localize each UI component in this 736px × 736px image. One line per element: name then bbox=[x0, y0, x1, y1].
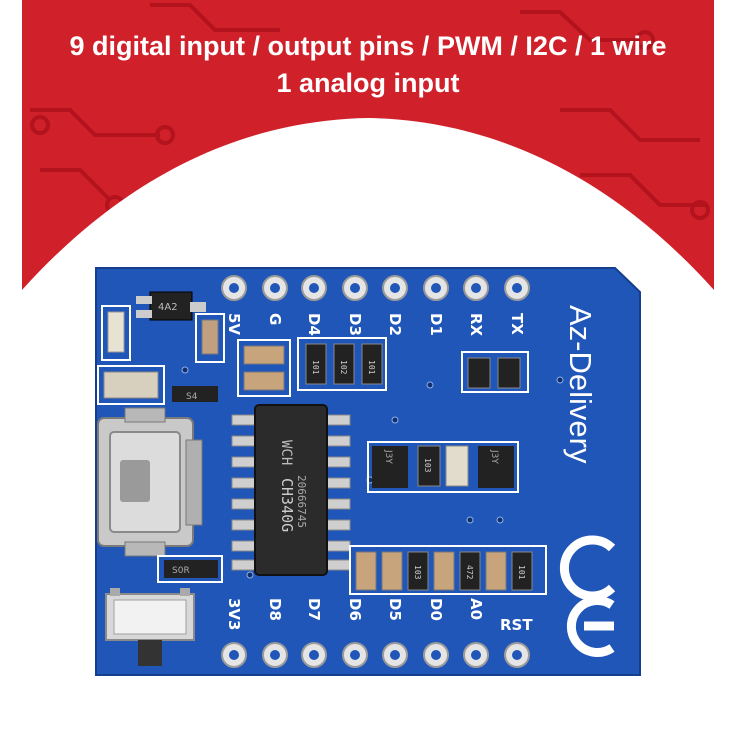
svg-text:472: 472 bbox=[465, 565, 474, 580]
svg-text:S0R: S0R bbox=[172, 566, 190, 576]
svg-text:101: 101 bbox=[367, 360, 376, 375]
chip-code-text: 20666745 bbox=[295, 475, 308, 528]
svg-text:J3Y: J3Y bbox=[489, 449, 499, 464]
pin-label-tx: TX bbox=[508, 313, 526, 335]
top-header-pins bbox=[221, 275, 530, 301]
chip-logo-text: WCH bbox=[278, 440, 294, 465]
pin-label-d1: D1 bbox=[427, 313, 445, 336]
svg-text:103: 103 bbox=[423, 458, 432, 473]
ce-mark bbox=[559, 535, 616, 657]
pin-label-d0: D0 bbox=[427, 598, 445, 621]
svg-text:J3Y: J3Y bbox=[383, 449, 393, 464]
pin-label-rst: RST bbox=[500, 616, 533, 634]
chip-model-text: CH340G bbox=[278, 478, 296, 532]
pin-label-g: G bbox=[266, 313, 284, 325]
svg-text:S4: S4 bbox=[186, 392, 198, 402]
smd-components: S4 S0R J3Y J3Y 101 102 bbox=[103, 311, 533, 591]
white-arc bbox=[22, 118, 714, 300]
reset-button bbox=[105, 588, 195, 666]
bottom-header-pins bbox=[221, 642, 530, 668]
micro-usb-connector bbox=[97, 407, 203, 557]
silkscreen-outlines bbox=[97, 305, 547, 595]
pin-label-d2: D2 bbox=[386, 313, 404, 336]
brand-logo-text: Az-Delivery bbox=[563, 305, 598, 464]
svg-text:102: 102 bbox=[339, 360, 348, 375]
voltage-regulator: 4A2 bbox=[136, 291, 206, 321]
pin-label-3v3: 3V3 bbox=[225, 598, 243, 630]
pcb-board: 5V G D4 D3 D2 D1 RX TX 3V3 D8 D7 D6 D5 D… bbox=[95, 267, 641, 676]
pin-label-rx: RX bbox=[467, 313, 485, 337]
top-pin-labels: 5V G D4 D3 D2 D1 RX TX bbox=[225, 313, 526, 337]
pin-label-a0: A0 bbox=[467, 598, 485, 620]
ch340g-chip: WCH CH340G 20666745 bbox=[231, 404, 351, 576]
red-banner: 9 digital input / output pins / PWM / I2… bbox=[22, 0, 714, 300]
bottom-pin-labels: 3V3 D8 D7 D6 D5 D0 A0 RST bbox=[225, 598, 533, 634]
svg-text:101: 101 bbox=[311, 360, 320, 375]
svg-text:101: 101 bbox=[517, 565, 526, 580]
circuit-trace-decoration bbox=[30, 3, 705, 207]
pin-label-d3: D3 bbox=[346, 313, 364, 336]
svg-text:4A2: 4A2 bbox=[158, 302, 178, 313]
pin-label-d4: D4 bbox=[305, 313, 323, 336]
pin-label-d5: D5 bbox=[386, 598, 404, 621]
pin-label-d8: D8 bbox=[266, 598, 284, 621]
pin-label-d7: D7 bbox=[305, 598, 323, 621]
svg-text:103: 103 bbox=[413, 565, 422, 580]
banner-line-1: 9 digital input / output pins / PWM / I2… bbox=[69, 31, 666, 61]
pin-label-5v: 5V bbox=[225, 313, 243, 335]
banner-line-2: 1 analog input bbox=[276, 68, 459, 98]
pin-label-d6: D6 bbox=[346, 598, 364, 621]
